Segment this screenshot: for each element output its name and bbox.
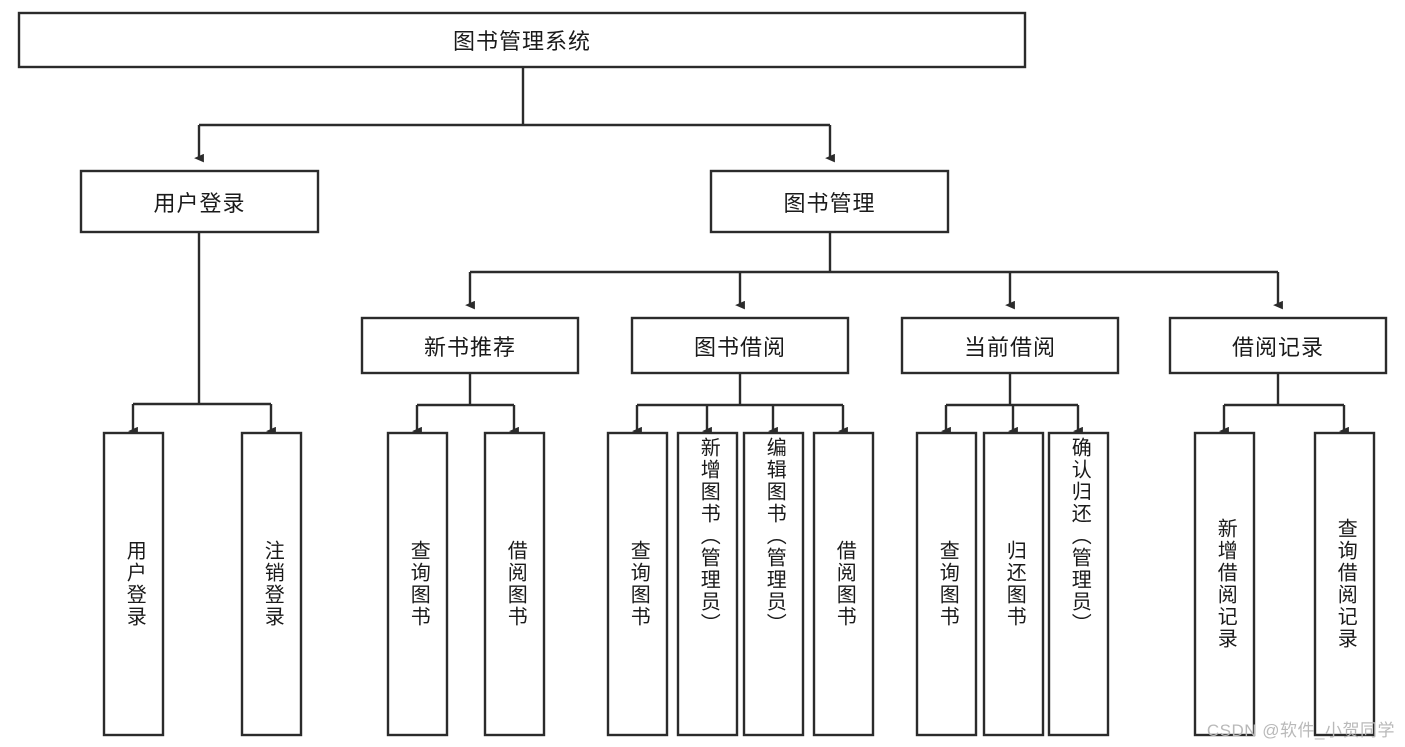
node-leaf-edit-book-box[interactable] <box>742 431 805 737</box>
node-leaf-add-book-box[interactable] <box>676 431 739 737</box>
node-leaf-query-book-2-box[interactable] <box>606 431 669 737</box>
node-borrow-record-box[interactable] <box>1168 316 1388 375</box>
node-current-borrow-box[interactable] <box>900 316 1120 375</box>
node-leaf-query-record-box[interactable] <box>1313 431 1376 737</box>
node-leaf-return-book-box[interactable] <box>982 431 1045 737</box>
node-leaf-query-book-3-box[interactable] <box>915 431 978 737</box>
node-user-login-box[interactable] <box>79 169 320 234</box>
node-leaf-logout-login-box[interactable] <box>240 431 303 737</box>
node-leaf-add-record-box[interactable] <box>1193 431 1256 737</box>
node-leaf-borrow-book-1-box[interactable] <box>483 431 546 737</box>
node-leaf-borrow-book-2-box[interactable] <box>812 431 875 737</box>
node-leaf-query-book-1-box[interactable] <box>386 431 449 737</box>
csdn-watermark: CSDN @软件_小贺同学 <box>1206 721 1395 740</box>
node-new-book-recommend-box[interactable] <box>360 316 580 375</box>
node-book-borrow-box[interactable] <box>630 316 850 375</box>
node-leaf-user-login-box[interactable] <box>102 431 165 737</box>
node-root-box[interactable] <box>17 11 1027 69</box>
node-leaf-confirm-return-box[interactable] <box>1047 431 1110 737</box>
node-book-manage-box[interactable] <box>709 169 950 234</box>
